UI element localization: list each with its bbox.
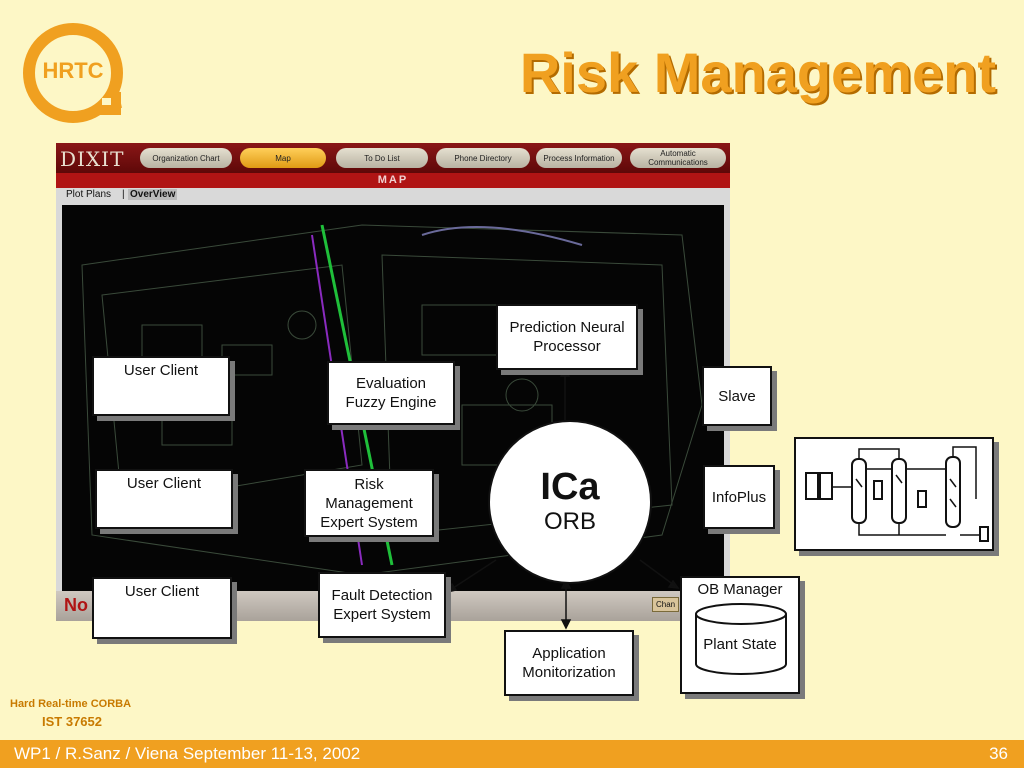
infoplus-box: InfoPlus <box>703 465 775 529</box>
change-button[interactable]: Chan <box>652 597 680 612</box>
tab-process-information[interactable]: Process Information <box>536 148 622 168</box>
process-plant-diagram <box>794 437 994 551</box>
infoplus-label: InfoPlus <box>711 488 767 506</box>
ica-orb-circle: ICa ORB <box>488 420 652 584</box>
ob-manager-label: OB Manager <box>697 581 783 598</box>
application-monitorization-box: Application Monitorization <box>504 630 634 696</box>
tab-map[interactable]: Map <box>240 148 326 168</box>
section-title: MAP <box>377 174 409 186</box>
fault-label: Fault Detection Expert System <box>331 587 433 623</box>
fault-detection-expert-system-box: Fault Detection Expert System <box>318 572 446 638</box>
prediction-label: Prediction Neural Processor <box>509 319 625 355</box>
logo-ring-icon <box>23 23 123 123</box>
tab-phone-directory[interactable]: Phone Directory <box>436 148 530 168</box>
evaluation-label: Evaluation Fuzzy Engine <box>345 375 437 411</box>
user-client-box-2: User Client <box>95 469 233 529</box>
user-client-box-3: User Client <box>92 577 232 639</box>
database-icon <box>695 603 787 675</box>
orb-name: ICa <box>540 466 600 508</box>
tab-automatic-communications[interactable]: Automatic Communications <box>630 148 726 168</box>
user-client-box-1: User Client <box>92 356 230 416</box>
orb-label: ORB <box>543 508 596 535</box>
logo-text: HRTC <box>42 58 104 83</box>
project-id: IST 37652 <box>42 714 102 729</box>
app-bottom-text: No <box>64 595 88 615</box>
slave-label: Slave <box>718 387 756 405</box>
hrtc-logo: HRTC <box>18 18 128 128</box>
app-monitor-label: Application Monitorization <box>522 645 616 681</box>
risk-label: Risk Management Expert System <box>320 475 418 531</box>
subtabs: Plot Plans | OverView <box>56 188 730 202</box>
app-brand: DIXIT <box>60 147 125 171</box>
process-schematic-icon <box>805 446 989 542</box>
project-name: Hard Real-time CORBA <box>10 698 132 710</box>
subtab-overview[interactable]: OverView <box>128 189 178 200</box>
footer-bar <box>0 740 1024 768</box>
app-section-bar <box>56 173 730 188</box>
tab-organization-chart[interactable]: Organization Chart <box>140 148 232 168</box>
prediction-neural-processor-box: Prediction Neural Processor <box>496 304 638 370</box>
evaluation-fuzzy-engine-box: Evaluation Fuzzy Engine <box>327 361 455 425</box>
page-number: 36 <box>989 744 1008 763</box>
subtab-plot-plans[interactable]: Plot Plans <box>66 189 112 200</box>
tab-to-do-list[interactable]: To Do List <box>336 148 428 168</box>
plant-state-label: Plant State <box>703 636 777 653</box>
slave-box: Slave <box>702 366 772 426</box>
risk-management-expert-system-box: Risk Management Expert System <box>304 469 434 537</box>
ob-manager-box: OB Manager Plant State <box>680 576 800 694</box>
footer-text: WP1 / R.Sanz / Viena September 11-13, 20… <box>14 744 361 763</box>
page-title: Risk Management <box>519 41 996 104</box>
